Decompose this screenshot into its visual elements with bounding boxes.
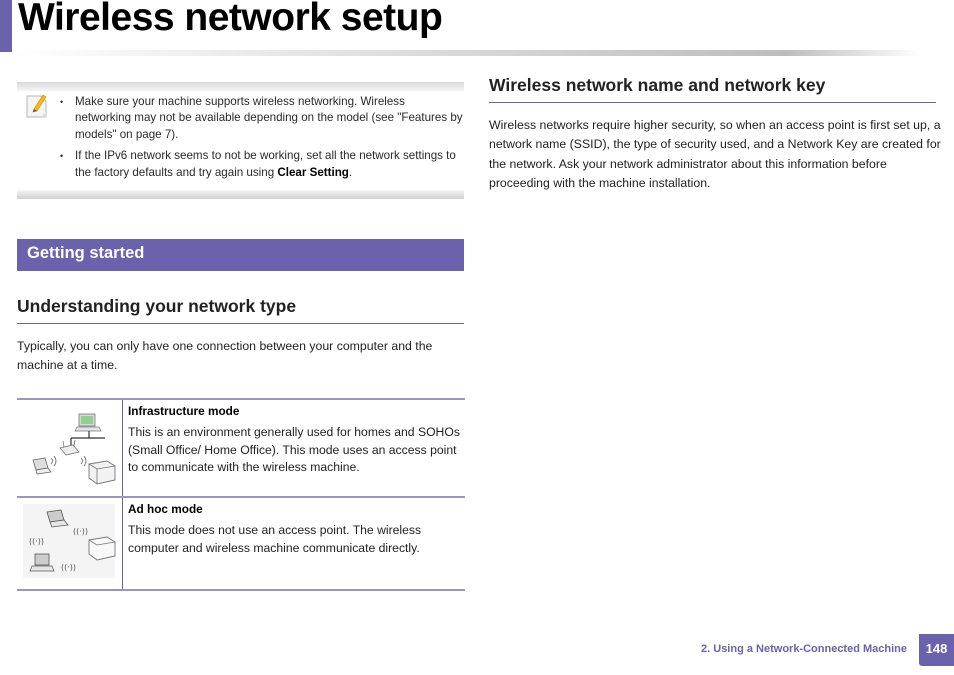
- network-key-body: Wireless networks require higher securit…: [489, 118, 941, 191]
- note-top-border: [17, 82, 464, 91]
- network-type-intro: Typically, you can only have one connect…: [17, 339, 433, 373]
- svg-text:((·)): ((·)): [61, 563, 76, 572]
- section-header-label: Getting started: [27, 244, 145, 262]
- mode-title: Ad hoc mode: [128, 502, 203, 516]
- adhoc-network-illustration: ((·)) ((·)) ((·)): [17, 496, 123, 591]
- mode-description: This is an environment generally used fo…: [128, 425, 460, 474]
- title-accent-bar: [0, 0, 12, 52]
- note-box: Make sure your machine supports wireless…: [17, 82, 464, 199]
- footer-chapter: 2. Using a Network-Connected Machine: [701, 643, 907, 655]
- infrastructure-network-illustration: [17, 398, 123, 497]
- svg-text:((·)): ((·)): [73, 527, 88, 536]
- heading-underline: [17, 323, 464, 324]
- heading-network-type: Understanding your network type: [17, 296, 297, 316]
- title-divider: [12, 50, 922, 56]
- heading-underline: [489, 102, 936, 103]
- table-row: ((·)) ((·)) ((·)) Ad hoc mode This mode …: [17, 496, 465, 591]
- table-row: Infrastructure mode This is an environme…: [17, 398, 465, 497]
- section-header-getting-started: Getting started: [17, 239, 464, 271]
- mode-title: Infrastructure mode: [128, 404, 240, 418]
- clear-setting-term: Clear Setting: [277, 165, 349, 179]
- note-pencil-icon: [26, 93, 48, 119]
- page-title: Wireless network setup: [18, 0, 443, 39]
- adhoc-mode-cell: Ad hoc mode This mode does not use an ac…: [122, 496, 465, 591]
- note-list: Make sure your machine supports wireless…: [59, 94, 464, 186]
- network-mode-table: Infrastructure mode This is an environme…: [17, 398, 465, 591]
- note-item: Make sure your machine supports wireless…: [59, 94, 464, 143]
- page-number: 148: [919, 634, 954, 666]
- infrastructure-mode-cell: Infrastructure mode This is an environme…: [122, 398, 465, 497]
- heading-network-key: Wireless network name and network key: [489, 75, 826, 95]
- svg-text:((·)): ((·)): [29, 537, 44, 546]
- mode-description: This mode does not use an access point. …: [128, 523, 422, 555]
- note-bottom-border: [17, 190, 464, 199]
- note-item: If the IPv6 network seems to not be work…: [59, 148, 464, 181]
